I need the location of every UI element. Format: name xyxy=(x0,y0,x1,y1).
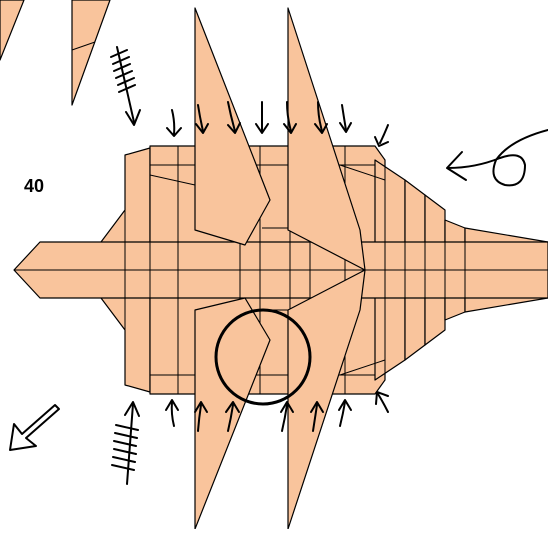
top-left-narrow-flap xyxy=(71,0,111,106)
top-left-flap-edge xyxy=(0,0,25,61)
repeat-arrow-icon xyxy=(110,46,141,126)
upper-right-big-flap xyxy=(287,7,366,271)
crease xyxy=(339,359,386,376)
crease xyxy=(71,41,96,51)
repeat-arrow-icon xyxy=(111,401,140,485)
push-arrow-icon xyxy=(165,391,389,432)
zoom-circle xyxy=(214,308,312,406)
turn-over-icon xyxy=(446,129,548,187)
push-arrow-icon xyxy=(166,101,389,147)
crease xyxy=(339,164,386,181)
hollow-arrow-icon xyxy=(9,404,60,451)
lower-right-big-flap xyxy=(287,269,366,530)
step-number: 40 xyxy=(24,176,45,196)
upper-left-big-flap xyxy=(194,7,271,246)
crease xyxy=(149,174,196,186)
